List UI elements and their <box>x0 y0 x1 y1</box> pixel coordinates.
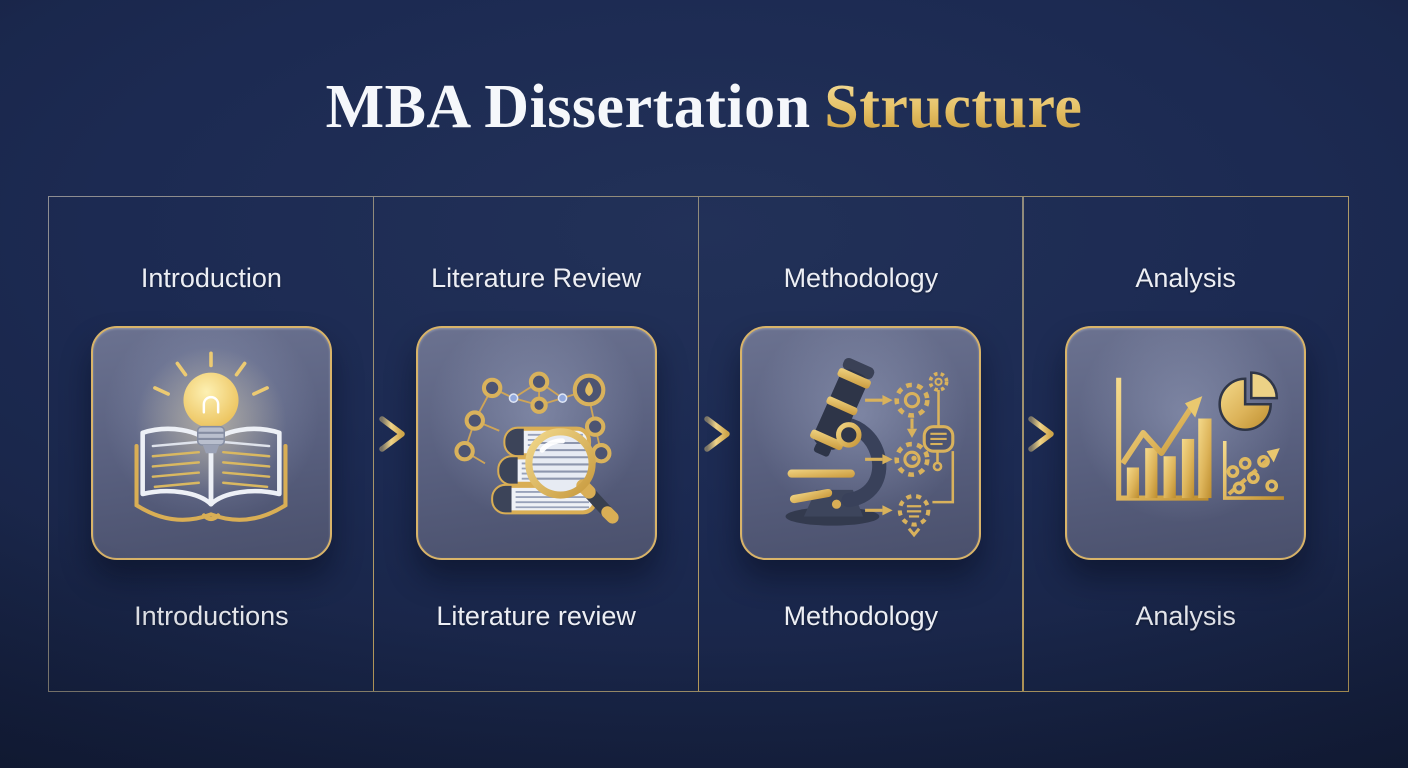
stage-column-methodology: Methodology <box>699 197 1024 691</box>
stage-top-label: Introduction <box>140 263 282 293</box>
stage-icon-card <box>1065 326 1307 560</box>
stage-column-literature-review: Literature Review <box>374 197 699 691</box>
stage-bottom-label: Introductions <box>134 601 289 631</box>
open-book-lightbulb-icon <box>134 347 288 522</box>
microscope-process-gears-icon <box>785 357 955 538</box>
stage-top-label: Methodology <box>783 263 939 293</box>
stage-icon-card <box>740 326 982 560</box>
stage-icon-card <box>90 326 332 560</box>
stage-column-introduction: Introduction <box>49 197 374 691</box>
charts-graphs-icon <box>1115 371 1284 501</box>
page-title-main: MBA Dissertation <box>325 73 811 141</box>
page-title-accent: Structure <box>824 73 1083 141</box>
stage-bottom-label: Methodology <box>783 601 939 631</box>
stages-frame: Introduction <box>48 196 1349 692</box>
stage-top-label: Literature Review <box>431 263 642 293</box>
stage-column-analysis: Analysis <box>1023 197 1348 691</box>
books-magnifying-glass-icon <box>454 371 619 524</box>
stage-bottom-label: Literature review <box>436 601 636 631</box>
stage-icon-card <box>415 326 657 560</box>
stage-bottom-label: Analysis <box>1135 601 1236 631</box>
stage-top-label: Analysis <box>1135 263 1236 293</box>
